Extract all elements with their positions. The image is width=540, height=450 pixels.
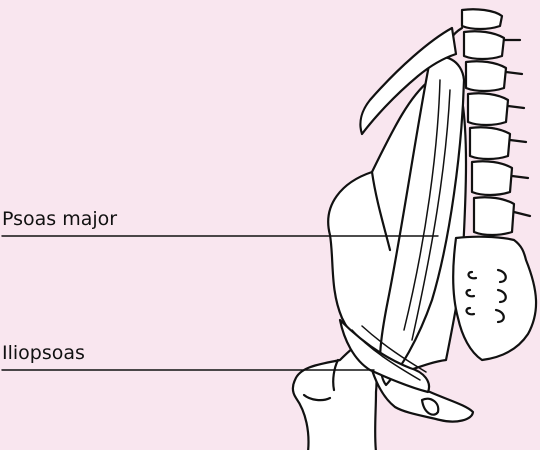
label-psoas-major: Psoas major	[2, 210, 117, 229]
sacrum-bone	[453, 237, 536, 360]
label-iliopsoas: Iliopsoas	[2, 344, 85, 363]
